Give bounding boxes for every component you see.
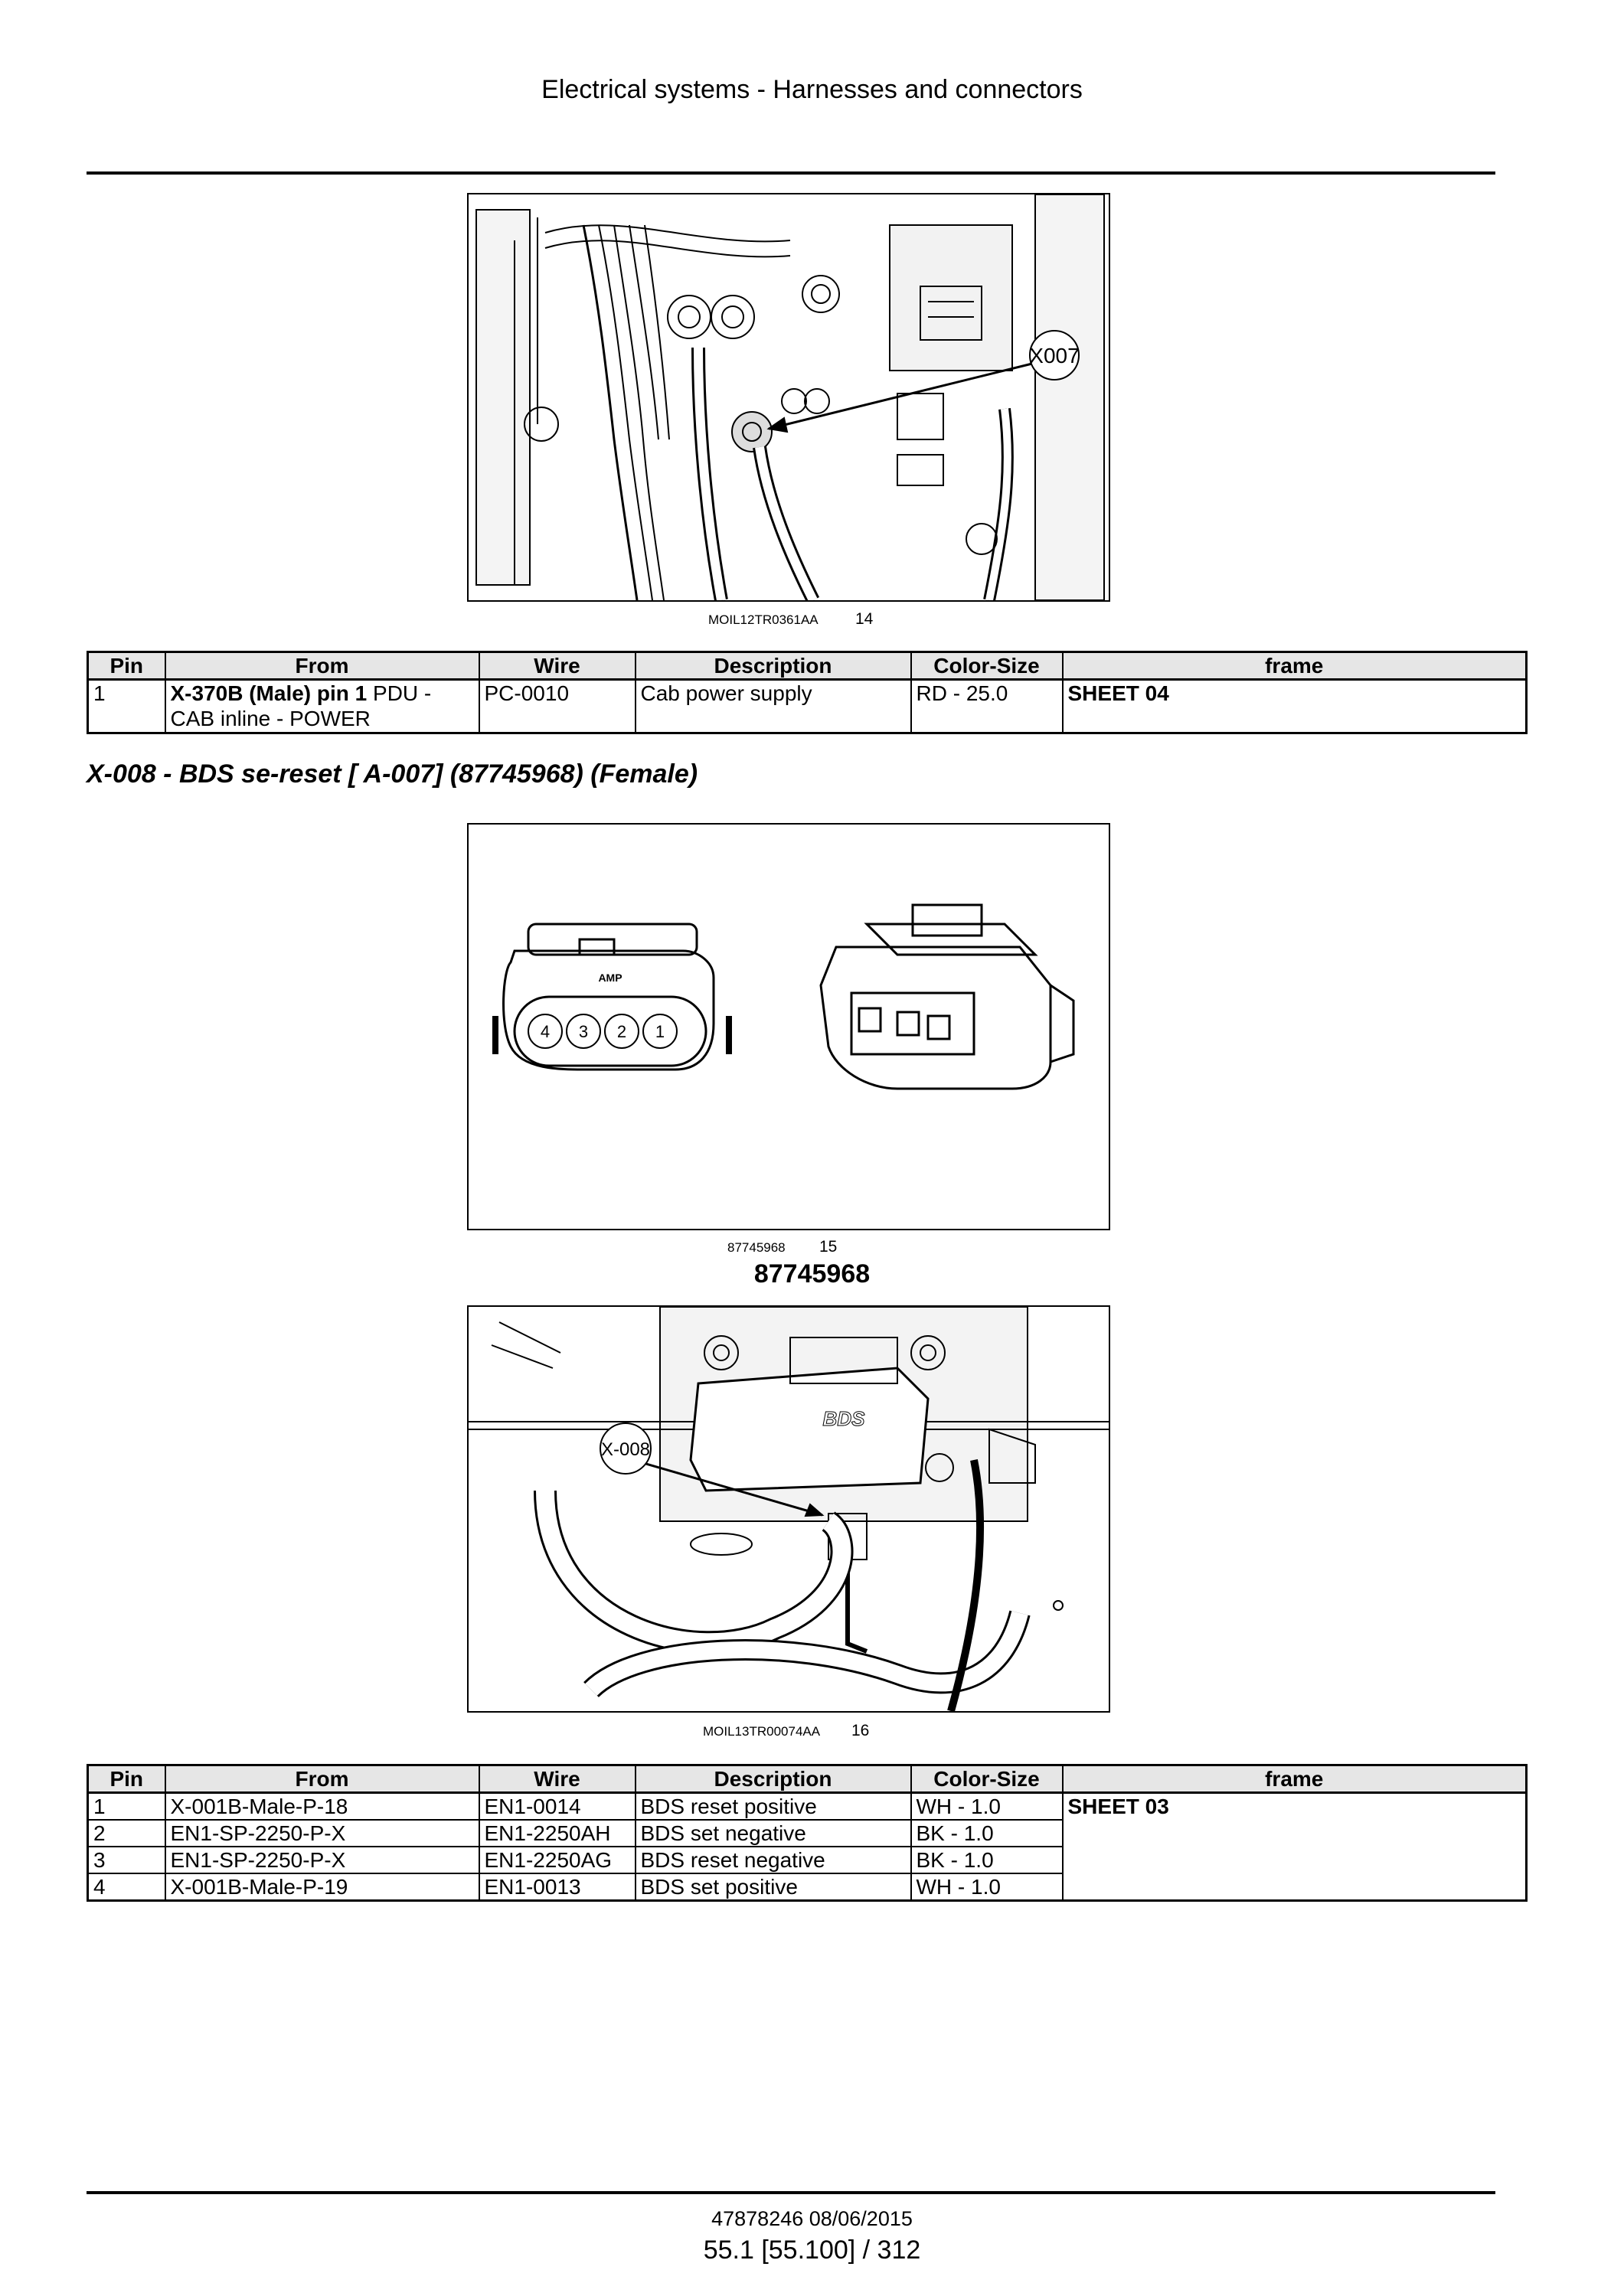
pin-cavities: 4 3 2 1 — [528, 1014, 678, 1049]
table-row: 1 X-370B (Male) pin 1 PDU - CAB inline -… — [87, 678, 1528, 734]
table-header-row: Pin From Wire Description Color-Size fra… — [87, 651, 1528, 681]
col-header-from: From — [164, 651, 480, 681]
cell-from: X-001B-Male-P-18 — [164, 1791, 480, 1821]
cell-color-size: BK - 1.0 — [910, 1819, 1064, 1847]
table-header-row: Pin From Wire Description Color-Size fra… — [87, 1764, 1528, 1794]
col-header-wire: Wire — [478, 1764, 636, 1794]
pin-label: 1 — [655, 1022, 665, 1041]
connector-x008-table: Pin From Wire Description Color-Size fra… — [87, 1764, 1528, 1902]
pin-label: 2 — [617, 1022, 626, 1041]
cell-description: BDS reset positive — [634, 1791, 912, 1821]
cell-from: X-001B-Male-P-19 — [164, 1873, 480, 1902]
figure2-code: 87745968 — [727, 1240, 786, 1255]
figure-connector-face: AMP 4 3 2 1 — [467, 823, 1110, 1230]
cell-wire: EN1-0013 — [478, 1873, 636, 1902]
page-header-title: Electrical systems - Harnesses and conne… — [541, 75, 1083, 104]
col-header-color-size: Color-Size — [910, 651, 1064, 681]
cell-from: X-370B (Male) pin 1 PDU - CAB inline - P… — [164, 678, 480, 734]
table-row: 4 X-001B-Male-P-19 EN1-0013 BDS set posi… — [87, 1873, 1527, 1902]
col-header-pin: Pin — [87, 651, 166, 681]
cell-description: BDS set negative — [634, 1819, 912, 1847]
cell-from: EN1-SP-2250-P-X — [164, 1819, 480, 1847]
table-row: 1 X-001B-Male-P-18 EN1-0014 BDS reset po… — [87, 1791, 1528, 1902]
cell-wire: EN1-0014 — [478, 1791, 636, 1821]
cell-pin: 1 — [87, 678, 166, 734]
table-row: 2 EN1-SP-2250-P-X EN1-2250AH BDS set neg… — [87, 1819, 1527, 1847]
cell-pin: 1 — [87, 1791, 166, 1821]
col-header-frame: frame — [1061, 651, 1528, 681]
cell-pin: 4 — [87, 1873, 166, 1902]
figure1-number: 14 — [855, 610, 874, 628]
col-header-wire: Wire — [478, 651, 636, 681]
from-connector-desc: PDU - CAB inline - POWER — [170, 681, 432, 730]
cell-pin: 2 — [87, 1819, 166, 1847]
part-number-label: 87745968 — [753, 1259, 871, 1288]
section-title: X-008 - BDS se-reset [ A-007] (87745968)… — [87, 759, 698, 789]
callout-x007: X007 — [1029, 344, 1079, 367]
cell-description: BDS reset negative — [634, 1846, 912, 1874]
cell-frame: SHEET 03 — [1061, 1791, 1528, 1902]
footer-rule — [87, 2191, 1495, 2194]
connector-x007-table: Pin From Wire Description Color-Size fra… — [87, 651, 1528, 734]
cell-color-size: WH - 1.0 — [910, 1873, 1064, 1902]
cell-color-size: RD - 25.0 — [910, 678, 1064, 734]
header-rule — [87, 171, 1495, 175]
bds-module-label: BDS — [823, 1407, 866, 1430]
cell-wire: PC-0010 — [478, 678, 636, 734]
connector-illustration: AMP 4 3 2 1 — [492, 903, 1075, 1090]
callout-x008: X-008 — [601, 1439, 650, 1460]
col-header-frame: frame — [1061, 1764, 1528, 1794]
cell-pin: 3 — [87, 1846, 166, 1874]
cell-description: BDS set positive — [634, 1873, 912, 1902]
cell-wire: EN1-2250AH — [478, 1819, 636, 1847]
from-connector-pin: X-370B (Male) pin 1 — [170, 681, 368, 705]
pin-label: 4 — [541, 1022, 550, 1041]
bds-illustration: BDS X-008 — [469, 1307, 1109, 1711]
cell-color-size: BK - 1.0 — [910, 1846, 1064, 1874]
col-header-description: Description — [634, 1764, 912, 1794]
harness-illustration: X007 — [475, 194, 1105, 600]
cell-frame: SHEET 04 — [1061, 678, 1528, 734]
cell-description: Cab power supply — [634, 678, 912, 734]
amp-brand-label: AMP — [598, 972, 622, 984]
figure3-number: 16 — [851, 1722, 870, 1739]
figure2-number: 15 — [819, 1238, 838, 1256]
pin-label: 3 — [579, 1022, 588, 1041]
col-header-color-size: Color-Size — [910, 1764, 1064, 1794]
cell-color-size: WH - 1.0 — [910, 1791, 1064, 1821]
figure-harness-x007: X007 — [467, 193, 1110, 602]
col-header-pin: Pin — [87, 1764, 166, 1794]
figure1-code: MOIL12TR0361AA — [708, 612, 819, 627]
figure-bds-module: BDS X-008 — [467, 1305, 1110, 1713]
footer-doc-code: 47878246 08/06/2015 — [711, 2207, 913, 2230]
table-row: 3 EN1-SP-2250-P-X EN1-2250AG BDS reset n… — [87, 1846, 1527, 1874]
col-header-from: From — [164, 1764, 480, 1794]
cell-wire: EN1-2250AG — [478, 1846, 636, 1874]
footer-page-number: 55.1 [55.100] / 312 — [703, 2236, 921, 2265]
cell-from: EN1-SP-2250-P-X — [164, 1846, 480, 1874]
figure3-code: MOIL13TR00074AA — [703, 1724, 821, 1739]
col-header-description: Description — [634, 651, 912, 681]
